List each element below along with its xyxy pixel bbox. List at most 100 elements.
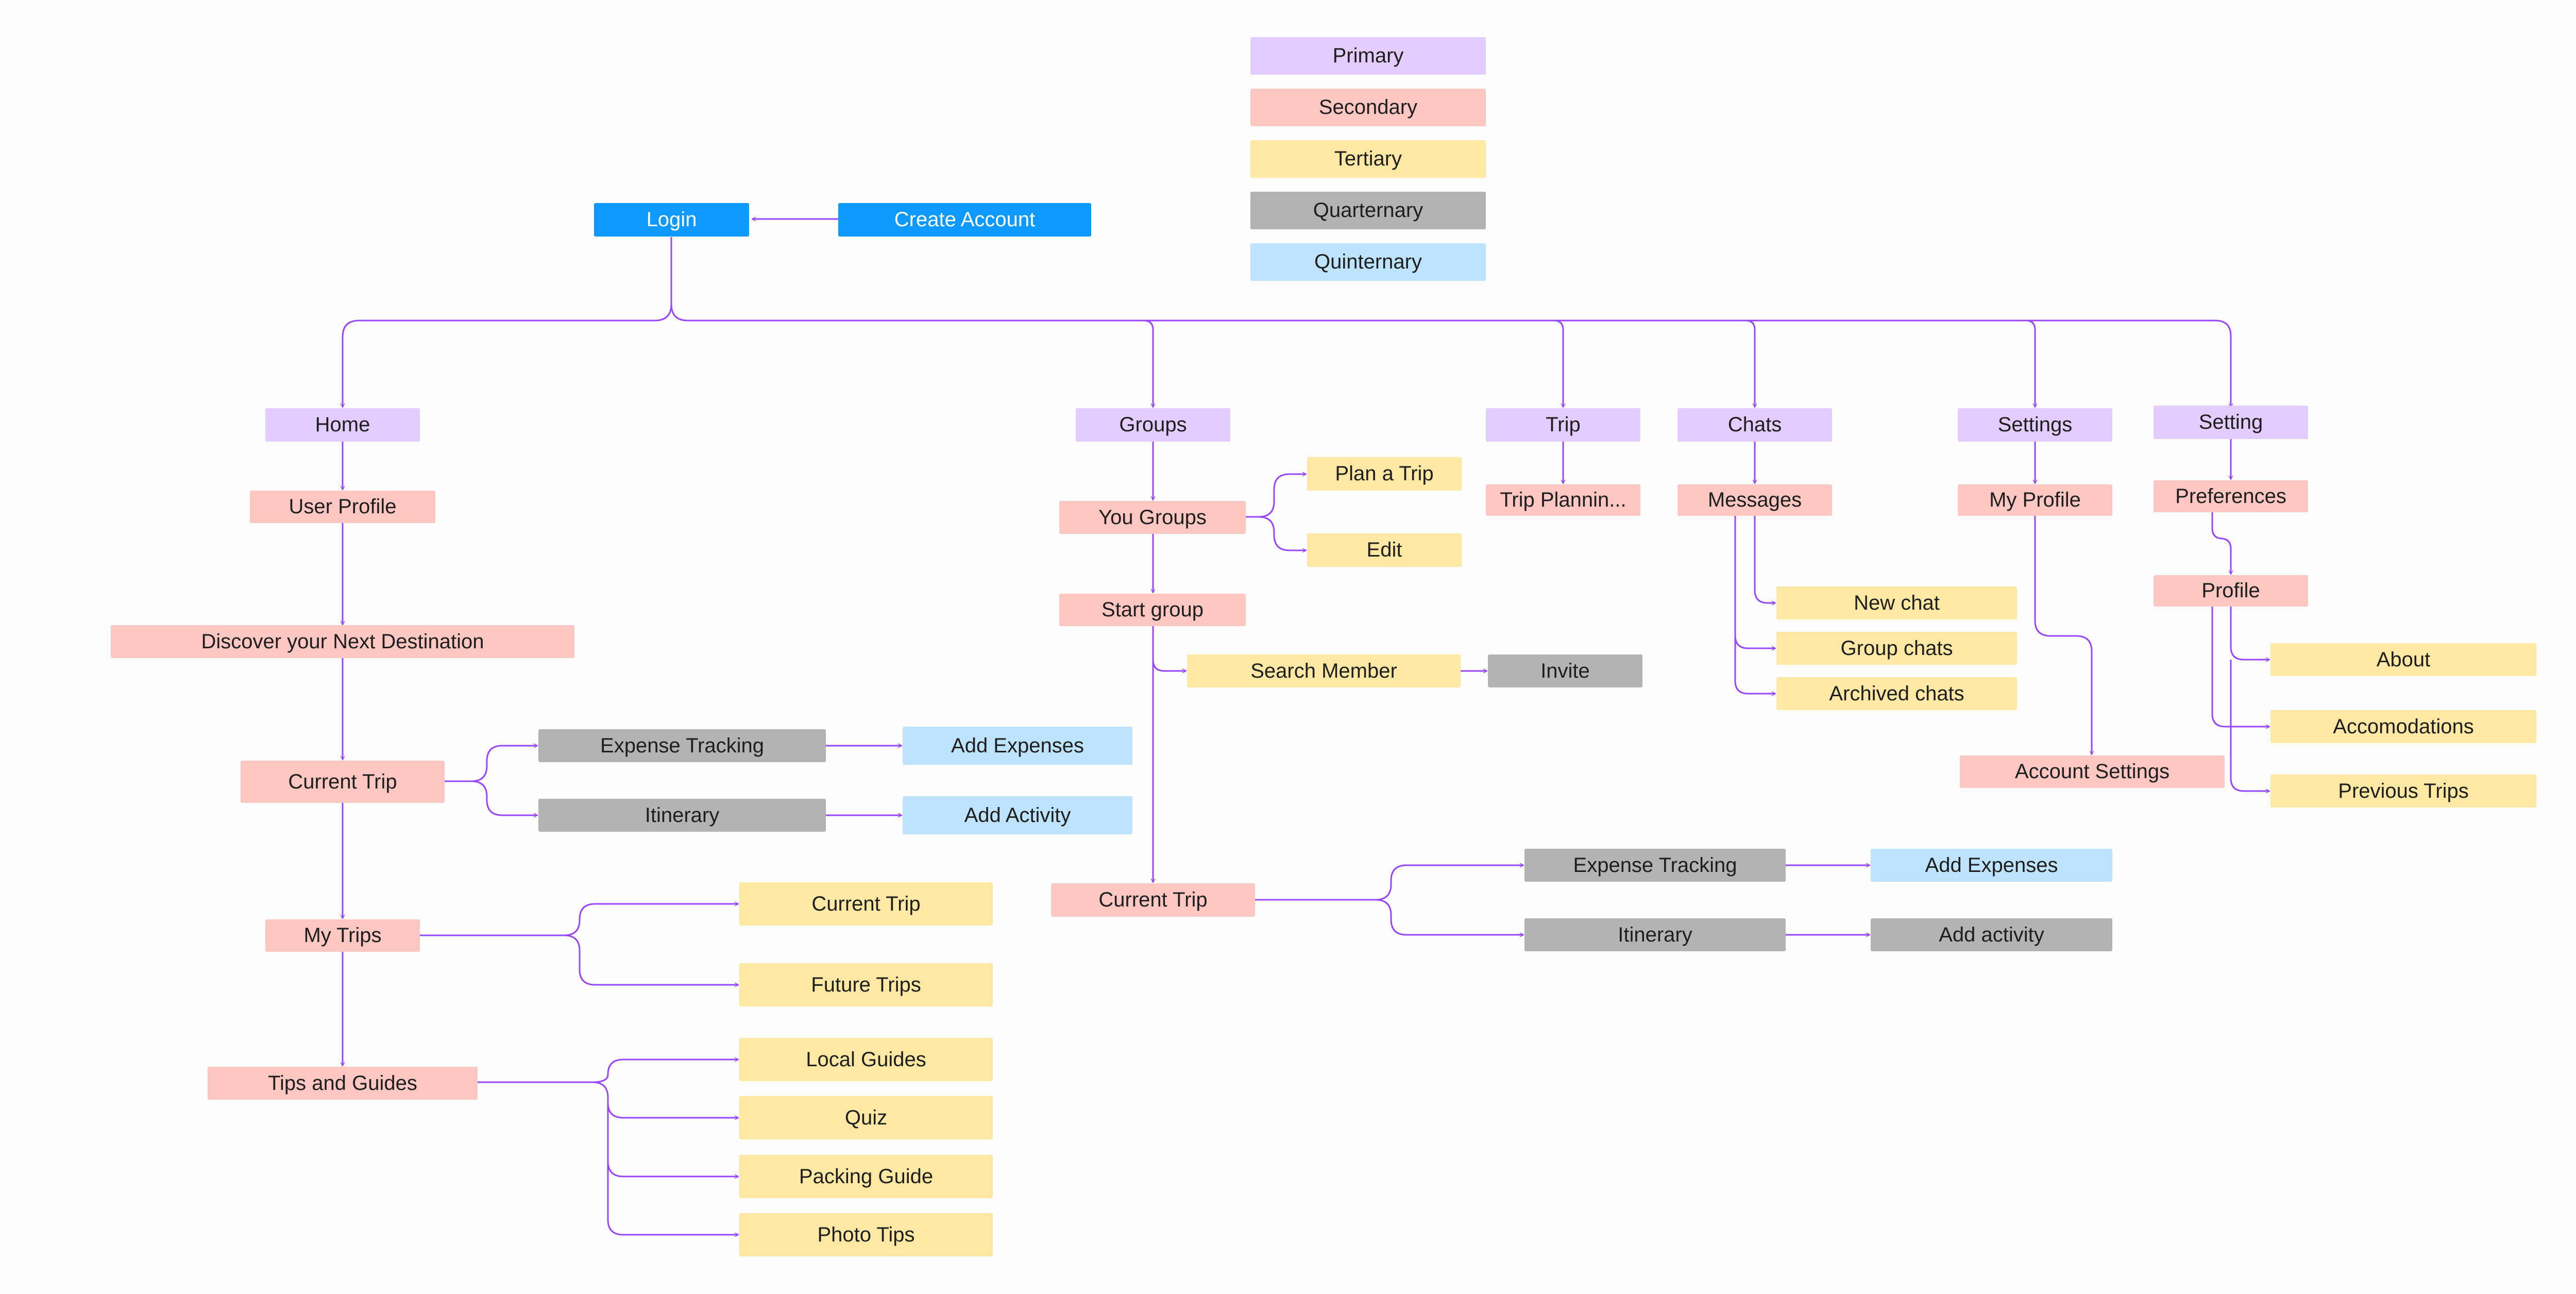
edit-label: Edit: [1366, 539, 1402, 561]
trip-planning-label: Trip Plannin...: [1500, 489, 1626, 511]
trips-future-node[interactable]: Future Trips: [739, 963, 993, 1006]
connector-profile-about: [2230, 607, 2269, 660]
connector-login-settings: [2025, 320, 2035, 407]
previous-trips-label: Previous Trips: [2338, 779, 2469, 802]
your-groups-label: You Groups: [1098, 506, 1207, 529]
your-groups-node[interactable]: You Groups: [1059, 501, 1246, 534]
home-add-activity-label: Add Activity: [964, 803, 1071, 827]
start-group-node[interactable]: Start group: [1059, 594, 1246, 626]
tips-guides-node[interactable]: Tips and Guides: [208, 1067, 478, 1100]
about-node[interactable]: About: [2270, 643, 2536, 676]
groups-add-expenses-node[interactable]: Add Expenses: [1871, 849, 2112, 882]
account-settings-node[interactable]: Account Settings: [1960, 755, 2225, 788]
my-trips-node[interactable]: My Trips: [265, 919, 420, 952]
connector-profile-accomodations: [2211, 607, 2269, 727]
quiz-node[interactable]: Quiz: [739, 1096, 993, 1139]
plan-trip-label: Plan a Trip: [1335, 462, 1434, 485]
profile-node[interactable]: Profile: [2154, 575, 2308, 607]
connector-start-search: [1152, 626, 1186, 671]
connector-mytrips-future: [564, 934, 738, 985]
connector-login-setting: [2215, 320, 2231, 407]
home-itinerary-node[interactable]: Itinerary: [538, 799, 826, 832]
trip-planning-node[interactable]: Trip Plannin...: [1486, 484, 1640, 516]
my-profile-node[interactable]: My Profile: [1958, 484, 2112, 516]
create-account-node[interactable]: Create Account: [838, 203, 1091, 237]
settings-node[interactable]: Settings: [1958, 408, 2112, 442]
messages-label: Messages: [1707, 489, 1802, 511]
login-node[interactable]: Login: [594, 203, 749, 237]
home-current-trip-node[interactable]: Current Trip: [241, 761, 445, 803]
group-chats-node[interactable]: Group chats: [1776, 632, 2017, 665]
connector-login-trunk: [670, 304, 2215, 322]
legend-quaternary-label: Quarternary: [1313, 199, 1423, 222]
home-add-expenses-node[interactable]: Add Expenses: [903, 727, 1132, 765]
connector-preferences-profile: [2211, 512, 2231, 574]
new-chat-node[interactable]: New chat: [1776, 586, 2017, 619]
home-add-activity-node[interactable]: Add Activity: [903, 796, 1132, 834]
connector-current-itinerary: [471, 780, 537, 815]
local-guides-label: Local Guides: [806, 1048, 926, 1071]
groups-expense-tracking-node[interactable]: Expense Tracking: [1524, 849, 1786, 882]
connector-login-groups: [1143, 320, 1153, 407]
user-profile-node[interactable]: User Profile: [250, 491, 435, 523]
connector-messages-archived: [1734, 635, 1775, 694]
plan-trip-node[interactable]: Plan a Trip: [1307, 457, 1462, 491]
chats-label: Chats: [1727, 413, 1782, 436]
groups-expense-tracking-label: Expense Tracking: [1573, 853, 1737, 877]
search-member-label: Search Member: [1250, 659, 1397, 682]
archived-chats-node[interactable]: Archived chats: [1776, 677, 2017, 710]
groups-itinerary-label: Itinerary: [1618, 923, 1692, 946]
legend-tertiary-label: Tertiary: [1334, 147, 1402, 170]
groups-add-expenses-label: Add Expenses: [1925, 853, 2058, 877]
groups-label: Groups: [1119, 413, 1187, 436]
connector-tips-quiz: [607, 1102, 738, 1118]
trip-node[interactable]: Trip: [1486, 408, 1640, 442]
groups-add-activity-node[interactable]: Add activity: [1871, 918, 2112, 951]
connector-current-expense: [445, 746, 537, 782]
groups-current-trip-label: Current Trip: [1098, 888, 1208, 911]
previous-trips-node[interactable]: Previous Trips: [2270, 775, 2536, 808]
accomodations-node[interactable]: Accomodations: [2270, 710, 2536, 743]
login-label: Login: [646, 208, 697, 231]
invite-node[interactable]: Invite: [1488, 654, 1642, 687]
about-label: About: [2376, 648, 2431, 671]
profile-label: Profile: [2201, 579, 2260, 602]
connector-login-trip: [1553, 320, 1563, 407]
connector-tips-local: [478, 1060, 738, 1083]
local-guides-node[interactable]: Local Guides: [739, 1038, 993, 1081]
connector-messages-new: [1754, 516, 1775, 603]
chats-node[interactable]: Chats: [1677, 408, 1832, 442]
quiz-label: Quiz: [844, 1106, 888, 1129]
groups-current-trip-node[interactable]: Current Trip: [1051, 883, 1255, 917]
packing-guide-node[interactable]: Packing Guide: [739, 1155, 993, 1198]
home-expense-tracking-node[interactable]: Expense Tracking: [538, 729, 826, 762]
home-itinerary-label: Itinerary: [645, 803, 720, 827]
preferences-label: Preferences: [2175, 484, 2286, 508]
settings-label: Settings: [1997, 413, 2073, 436]
connector-yourgroups-edit: [1258, 516, 1306, 550]
accomodations-label: Accomodations: [2333, 715, 2474, 738]
groups-itinerary-node[interactable]: Itinerary: [1524, 918, 1786, 951]
home-node[interactable]: Home: [265, 408, 420, 442]
groups-node[interactable]: Groups: [1076, 408, 1230, 442]
messages-node[interactable]: Messages: [1677, 484, 1832, 516]
trips-current-node[interactable]: Current Trip: [739, 882, 993, 926]
setting-node[interactable]: Setting: [2154, 406, 2308, 439]
legend-primary: Primary: [1250, 37, 1486, 75]
home-add-expenses-label: Add Expenses: [951, 734, 1084, 757]
connector-current-expense-g: [1255, 865, 1523, 901]
discover-node[interactable]: Discover your Next Destination: [111, 625, 574, 658]
connector-profile-previous: [2230, 660, 2269, 791]
connector-tips-packing: [607, 1161, 738, 1177]
preferences-node[interactable]: Preferences: [2154, 480, 2308, 512]
start-group-label: Start group: [1101, 598, 1204, 621]
photo-tips-node[interactable]: Photo Tips: [739, 1213, 993, 1256]
discover-label: Discover your Next Destination: [201, 630, 484, 653]
connector-current-itinerary-g: [1375, 899, 1523, 935]
connector-yourgroups-plan: [1246, 474, 1306, 518]
edit-node[interactable]: Edit: [1307, 533, 1462, 567]
search-member-node[interactable]: Search Member: [1187, 654, 1461, 687]
account-settings-label: Account Settings: [2014, 760, 2170, 783]
trip-label: Trip: [1546, 413, 1581, 436]
connector-tips-phototips: [607, 1219, 738, 1235]
